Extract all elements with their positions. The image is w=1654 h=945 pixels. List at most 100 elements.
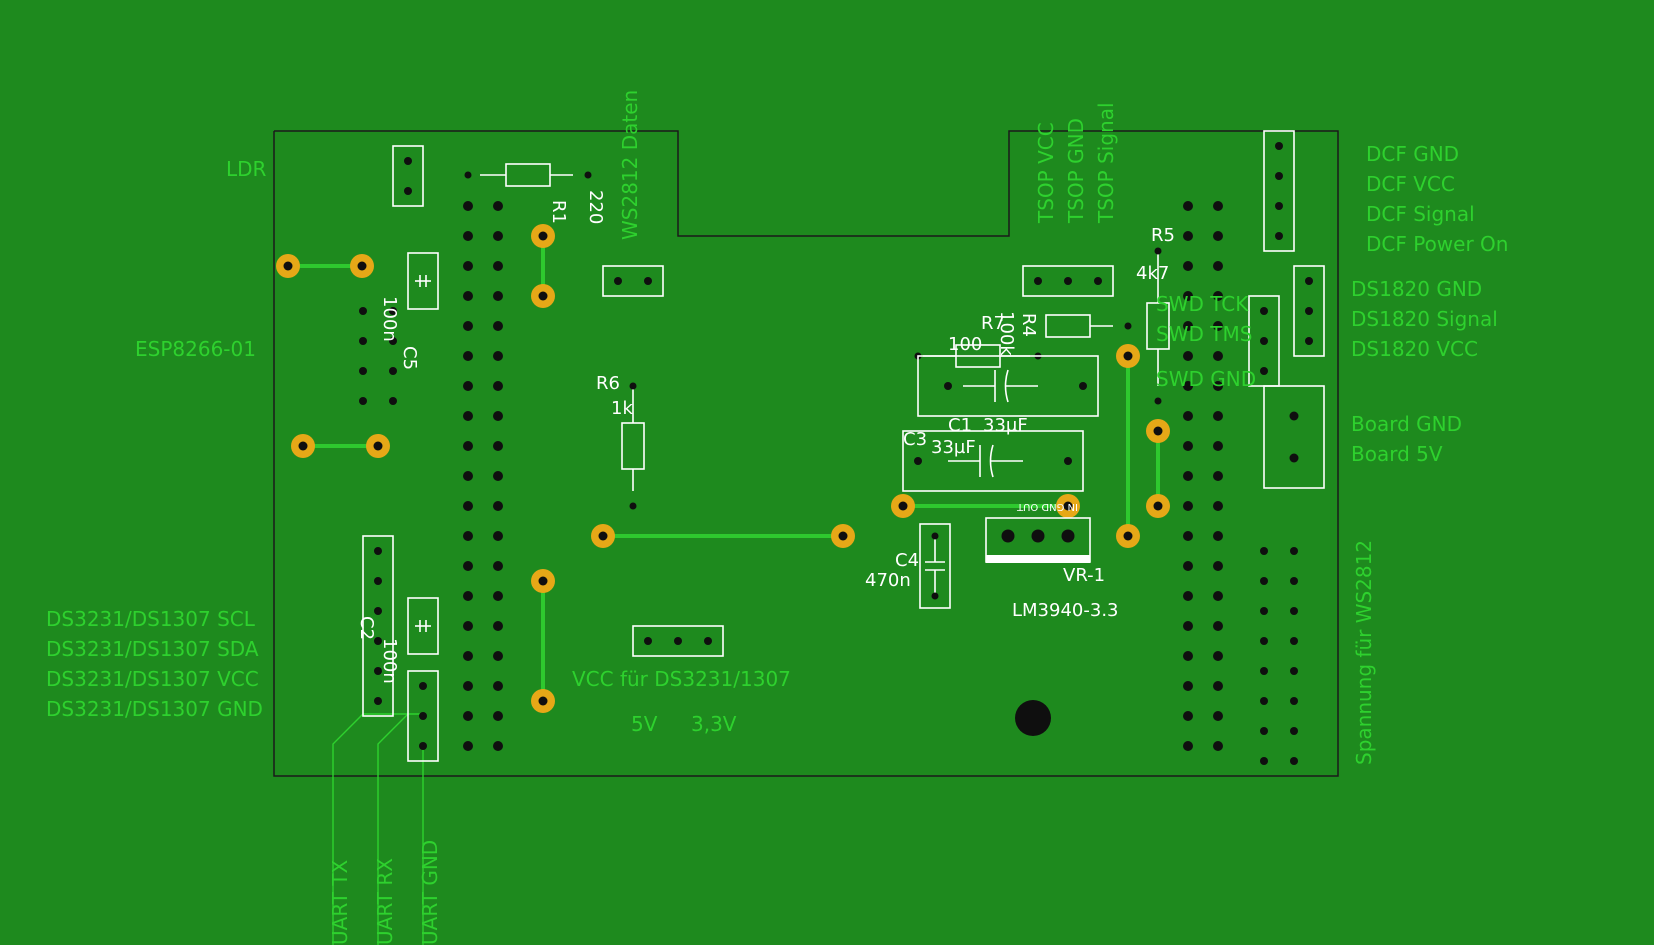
label-tsop-gnd: TSOP GND bbox=[1064, 118, 1088, 224]
label-c1-value: 33µF bbox=[983, 415, 1028, 436]
through-hole bbox=[1183, 261, 1193, 271]
through-hole bbox=[1183, 531, 1193, 541]
label-ds1820-gnd: DS1820 GND bbox=[1351, 277, 1482, 301]
through-hole bbox=[493, 531, 503, 541]
through-hole bbox=[1290, 547, 1298, 555]
label-tsop-vcc: TSOP VCC bbox=[1034, 122, 1058, 224]
through-hole bbox=[1213, 621, 1223, 631]
label-swd-gnd: SWD GND bbox=[1156, 367, 1256, 391]
r6-footprint bbox=[621, 382, 645, 510]
through-hole bbox=[1213, 561, 1223, 571]
through-hole bbox=[493, 411, 503, 421]
through-hole bbox=[1213, 201, 1223, 211]
through-hole bbox=[1290, 577, 1298, 585]
label-r7: R7 bbox=[981, 313, 1005, 334]
label-lm3940: LM3940-3.3 bbox=[1012, 600, 1119, 621]
through-hole bbox=[493, 291, 503, 301]
through-hole bbox=[1290, 727, 1298, 735]
label-vr-pins: IN GND OUT bbox=[1016, 501, 1078, 512]
ws2812-power-hole-grid bbox=[1260, 547, 1298, 765]
pads bbox=[276, 224, 1170, 713]
through-hole bbox=[1213, 681, 1223, 691]
through-hole bbox=[493, 261, 503, 271]
label-esp8266: ESP8266-01 bbox=[135, 337, 256, 361]
label-r5-value: 4k7 bbox=[1136, 263, 1169, 284]
through-hole bbox=[1213, 231, 1223, 241]
c1-footprint bbox=[917, 355, 1099, 417]
through-hole bbox=[493, 501, 503, 511]
label-dcf-signal: DCF Signal bbox=[1366, 202, 1475, 226]
label-ds-gnd: DS3231/DS1307 GND bbox=[46, 697, 263, 721]
label-spannung-ws2812: Spannung für WS2812 bbox=[1352, 540, 1376, 765]
through-hole bbox=[463, 201, 473, 211]
through-hole bbox=[1213, 591, 1223, 601]
through-hole bbox=[1260, 547, 1268, 555]
label-r6: R6 bbox=[596, 373, 620, 394]
label-dcf-vcc: DCF VCC bbox=[1366, 172, 1455, 196]
label-ds1820-signal: DS1820 Signal bbox=[1351, 307, 1498, 331]
label-dcf-power-on: DCF Power On bbox=[1366, 232, 1508, 256]
through-hole bbox=[1260, 577, 1268, 585]
label-r1-value: 220 bbox=[585, 190, 606, 224]
through-hole bbox=[1213, 321, 1223, 331]
through-hole bbox=[1183, 381, 1193, 391]
through-hole bbox=[463, 621, 473, 631]
through-hole bbox=[493, 351, 503, 361]
label-c2: C2 bbox=[356, 616, 377, 640]
through-hole bbox=[1183, 711, 1193, 721]
through-hole bbox=[463, 531, 473, 541]
c5-footprint bbox=[407, 252, 439, 310]
label-vr1: VR-1 bbox=[1063, 565, 1105, 586]
label-ds-sda: DS3231/DS1307 SDA bbox=[46, 637, 259, 661]
through-hole bbox=[1213, 741, 1223, 751]
label-ds-vcc: DS3231/DS1307 VCC bbox=[46, 667, 259, 691]
through-hole bbox=[1213, 651, 1223, 661]
through-hole bbox=[463, 411, 473, 421]
label-ds1820-vcc: DS1820 VCC bbox=[1351, 337, 1478, 361]
label-ds-scl: DS3231/DS1307 SCL bbox=[46, 607, 256, 631]
tsop-header bbox=[1022, 265, 1114, 297]
through-hole bbox=[1183, 291, 1193, 301]
through-hole bbox=[1183, 501, 1193, 511]
through-hole bbox=[1213, 711, 1223, 721]
label-uart-gnd: UART GND bbox=[418, 840, 442, 945]
through-hole bbox=[493, 561, 503, 571]
label-r5: R5 bbox=[1151, 225, 1175, 246]
through-hole bbox=[493, 741, 503, 751]
label-tsop-signal: TSOP Signal bbox=[1094, 102, 1118, 224]
traces bbox=[286, 234, 1160, 703]
vcc-ds3231-header bbox=[632, 625, 724, 657]
through-hole bbox=[1290, 667, 1298, 675]
through-hole bbox=[463, 351, 473, 361]
label-c5: C5 bbox=[399, 346, 420, 370]
through-hole bbox=[493, 321, 503, 331]
through-hole bbox=[493, 471, 503, 481]
through-hole bbox=[1213, 441, 1223, 451]
label-swd-tck: SWD TCK bbox=[1156, 292, 1249, 316]
through-hole bbox=[1183, 441, 1193, 451]
right-hole-grid bbox=[1183, 201, 1223, 751]
through-hole bbox=[463, 231, 473, 241]
r1-footprint bbox=[464, 163, 592, 187]
through-hole bbox=[463, 291, 473, 301]
label-c2-value: 100n bbox=[379, 638, 400, 684]
label-r1: R1 bbox=[548, 200, 569, 224]
through-hole bbox=[1260, 727, 1268, 735]
through-hole bbox=[1290, 757, 1298, 765]
through-hole bbox=[463, 711, 473, 721]
board-power-header bbox=[1263, 385, 1325, 489]
label-c3: C3 bbox=[903, 429, 927, 450]
through-hole bbox=[1260, 607, 1268, 615]
through-hole bbox=[1260, 697, 1268, 705]
label-ws2812-data: WS2812 Daten bbox=[618, 90, 642, 240]
through-hole bbox=[463, 501, 473, 511]
through-hole bbox=[463, 471, 473, 481]
through-hole bbox=[463, 261, 473, 271]
esp8266-header-holes bbox=[359, 307, 397, 405]
through-hole bbox=[1290, 697, 1298, 705]
board-outline bbox=[273, 130, 1339, 777]
through-hole bbox=[1213, 501, 1223, 511]
label-uart-tx: UART TX bbox=[328, 859, 352, 945]
uart-header bbox=[407, 670, 439, 762]
left-hole-grid bbox=[463, 201, 503, 751]
